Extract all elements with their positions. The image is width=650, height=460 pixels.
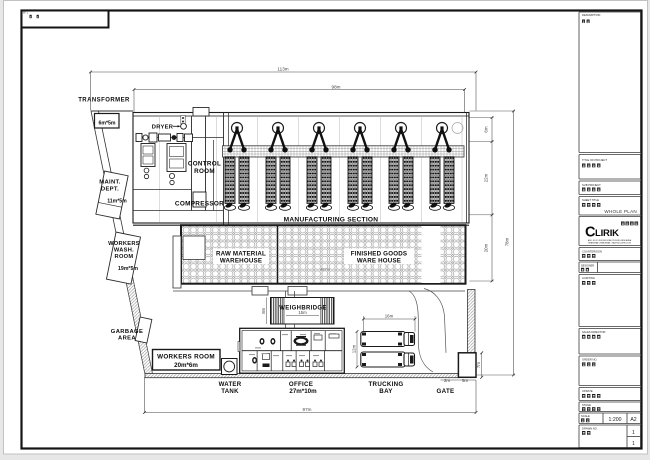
svg-text:RAW MATERIAL: RAW MATERIAL	[216, 251, 266, 258]
svg-text:TRUCKING: TRUCKING	[368, 381, 403, 388]
svg-text:MANUFACTURING SECTION: MANUFACTURING SECTION	[284, 217, 379, 224]
svg-text:SCALE: SCALE	[581, 414, 590, 418]
svg-text:DRYER: DRYER	[152, 125, 174, 131]
svg-text:A2: A2	[630, 417, 636, 423]
svg-text:97m: 97m	[303, 407, 312, 412]
svg-text:6m: 6m	[484, 126, 489, 132]
svg-text:GATE: GATE	[437, 388, 455, 395]
svg-text:WORKERS: WORKERS	[108, 241, 140, 247]
svg-text:AREA: AREA	[118, 336, 136, 342]
svg-text:22m: 22m	[484, 173, 489, 182]
svg-text:TRANSFORMER: TRANSFORMER	[78, 98, 130, 104]
svg-text:98m: 98m	[332, 85, 341, 90]
svg-text:1:200: 1:200	[609, 417, 622, 423]
svg-text:1: 1	[632, 430, 635, 436]
svg-text:STAGE: STAGE	[582, 403, 591, 407]
svg-text:8m: 8m	[261, 307, 266, 313]
svg-text:7m: 7m	[476, 362, 481, 368]
svg-text:20m*6m: 20m*6m	[174, 362, 198, 369]
svg-text:DRAWN NO.: DRAWN NO.	[582, 426, 598, 430]
svg-text:20m: 20m	[484, 243, 489, 252]
svg-text:CONTROL: CONTROL	[188, 161, 221, 168]
svg-text:SHANGHAI CHINA EMAIL: SALES@C: SHANGHAI CHINA EMAIL: SALES@CLIRIK.COM	[588, 242, 631, 245]
svg-text:19m*5m: 19m*5m	[118, 266, 138, 272]
svg-text:W. L: W. L	[23, 11, 29, 15]
svg-text:FINISHED GOODS: FINISHED GOODS	[351, 251, 407, 258]
svg-text:C: C	[585, 225, 596, 241]
svg-text:WHOLE PLAN: WHOLE PLAN	[604, 209, 637, 214]
svg-text:1: 1	[632, 441, 635, 447]
svg-text:15m: 15m	[298, 310, 307, 315]
svg-text:LIRIK: LIRIK	[595, 228, 619, 239]
svg-text:WORKERS ROOM: WORKERS ROOM	[157, 354, 215, 361]
svg-text:BAY: BAY	[379, 388, 393, 395]
svg-text:5m: 5m	[462, 378, 468, 383]
svg-text:SUB PROJECT: SUB PROJECT	[582, 183, 601, 187]
svg-text:TITLE OF PROJECT: TITLE OF PROJECT	[582, 158, 607, 162]
svg-text:ROOM: ROOM	[115, 254, 134, 260]
svg-text:16m: 16m	[385, 314, 394, 319]
svg-text:12m: 12m	[351, 344, 356, 353]
svg-text:DESCRIPTION: DESCRIPTION	[582, 13, 600, 17]
svg-text:ADD: NO.19 FULING ROAD PUDONG: ADD: NO.19 FULING ROAD PUDONG NEW AREA	[588, 239, 632, 242]
svg-text:SHEET TITLE: SHEET TITLE	[582, 198, 599, 202]
svg-text:113m: 113m	[277, 67, 288, 72]
svg-text:ROOM: ROOM	[194, 168, 215, 175]
svg-text:OFFICE: OFFICE	[289, 381, 313, 388]
svg-text:27m*10m: 27m*10m	[289, 388, 317, 395]
svg-text:COMPRESSOR: COMPRESSOR	[175, 201, 224, 208]
svg-text:WARE HOUSE: WARE HOUSE	[357, 258, 401, 265]
svg-text:ORDER NO.: ORDER NO.	[582, 358, 597, 362]
svg-text:WEIGHBRIDGE: WEIGHBRIDGE	[279, 306, 327, 312]
svg-text:6m*5m: 6m*5m	[98, 121, 115, 127]
svg-text:SALES DIRECTOR: SALES DIRECTOR	[582, 330, 605, 334]
svg-text:WAREHOUSE: WAREHOUSE	[220, 258, 262, 265]
svg-text:WATER: WATER	[219, 381, 242, 388]
svg-text:UPDATE: UPDATE	[582, 389, 593, 393]
svg-text:MAINT.: MAINT.	[99, 180, 120, 186]
svg-text:COUNTERSIGN: COUNTERSIGN	[582, 249, 602, 253]
svg-text:2m: 2m	[444, 378, 450, 383]
svg-text:78m: 78m	[505, 237, 510, 246]
svg-text:AUDITING: AUDITING	[582, 276, 595, 280]
svg-text:WASH.: WASH.	[114, 248, 134, 254]
svg-text:11m*5m: 11m*5m	[107, 199, 127, 205]
svg-text:487m: 487m	[320, 267, 331, 272]
svg-text:TANK: TANK	[221, 388, 239, 395]
svg-text:DESIGNER: DESIGNER	[581, 264, 594, 267]
svg-text:GARBAGE: GARBAGE	[111, 329, 143, 335]
svg-text:DEPT.: DEPT.	[101, 187, 119, 193]
